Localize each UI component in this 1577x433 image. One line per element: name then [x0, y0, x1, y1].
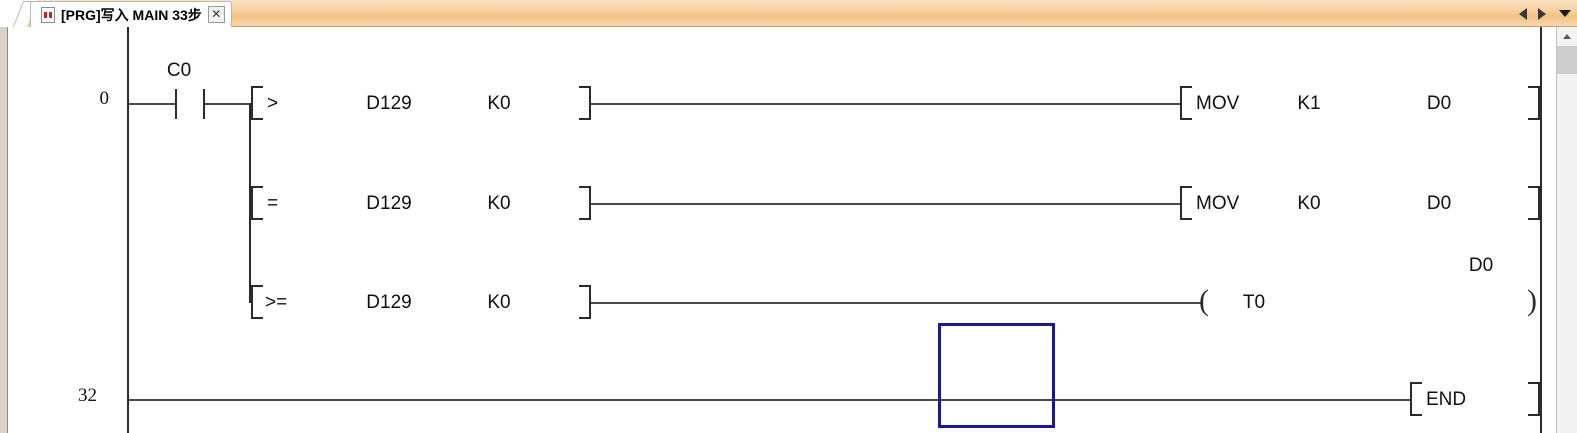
instruction-bracket-close — [1528, 186, 1540, 220]
instruction-bracket-open — [1180, 186, 1192, 220]
compare-bracket-open — [251, 186, 263, 220]
instruction-operand-2: D0 — [1426, 93, 1452, 114]
rung-line — [205, 103, 251, 105]
compare-bracket-close — [579, 86, 591, 120]
compare-bracket-open — [251, 285, 263, 319]
rung-line — [591, 103, 1180, 105]
rung-line — [591, 203, 1180, 205]
rung-line — [129, 399, 1410, 401]
instruction-bracket-close — [1528, 382, 1540, 416]
compare-bracket-open — [251, 86, 263, 120]
contact-label-c0: C0 — [166, 60, 192, 81]
chevron-down-icon[interactable] — [1559, 10, 1571, 17]
step-number: 0 — [99, 88, 110, 109]
instruction-bracket-open — [1410, 382, 1422, 416]
canvas-left-gutter — [0, 27, 8, 433]
instruction-bracket-open — [1180, 86, 1192, 120]
compare-operator: > — [267, 93, 279, 114]
coil-device: T0 — [1242, 292, 1266, 313]
program-file-icon — [41, 6, 55, 23]
compare-operand-1: D129 — [366, 193, 412, 214]
rung-line — [129, 103, 175, 105]
coil-preset-label: D0 — [1468, 255, 1494, 276]
compare-bracket-close — [579, 186, 591, 220]
compare-operator: = — [267, 193, 279, 214]
instruction-operand-1: K0 — [1297, 193, 1321, 214]
compare-operand-2: K0 — [487, 193, 511, 214]
instruction-mnemonic: MOV — [1196, 93, 1240, 114]
step-number: 32 — [78, 385, 97, 406]
tab-navigation — [1519, 4, 1571, 23]
tab-prg-main[interactable]: [PRG]写入 MAIN 33步 ✕ — [30, 1, 232, 27]
contact-c0[interactable] — [175, 89, 205, 119]
previous-tab-icon[interactable] — [1519, 7, 1527, 20]
instruction-mnemonic: END — [1426, 389, 1467, 410]
instruction-bracket-close — [1528, 86, 1540, 120]
editor-canvas-area: 0 C0 > D129 K0 MOV K1 D0 — [0, 27, 1577, 433]
instruction-operand-2: D0 — [1426, 193, 1452, 214]
compare-operator: >= — [265, 292, 288, 313]
scrollbar-thumb[interactable] — [1557, 46, 1577, 74]
vertical-scrollbar[interactable] — [1556, 27, 1577, 433]
instruction-mnemonic: MOV — [1196, 193, 1240, 214]
compare-bracket-close — [579, 285, 591, 319]
ladder-canvas[interactable]: 0 C0 > D129 K0 MOV K1 D0 — [9, 27, 1548, 433]
rung-line — [591, 302, 1203, 304]
coil-close-paren: ) — [1527, 284, 1537, 317]
compare-operand-1: D129 — [366, 93, 412, 114]
compare-operand-1: D129 — [366, 292, 412, 313]
selection-cursor[interactable] — [938, 323, 1055, 428]
branch-trunk — [249, 103, 251, 303]
compare-operand-2: K0 — [487, 93, 511, 114]
right-power-rail — [1540, 27, 1542, 433]
next-tab-icon[interactable] — [1538, 7, 1546, 20]
tab-strip: [PRG]写入 MAIN 33步 ✕ — [0, 0, 1577, 27]
tab-label: [PRG]写入 MAIN 33步 — [61, 6, 202, 23]
close-icon[interactable]: ✕ — [207, 6, 225, 23]
coil-open-paren: ( — [1199, 284, 1209, 317]
left-power-rail — [127, 27, 129, 433]
instruction-operand-1: K1 — [1297, 93, 1321, 114]
scroll-up-icon[interactable] — [1557, 27, 1577, 45]
compare-operand-2: K0 — [487, 292, 511, 313]
